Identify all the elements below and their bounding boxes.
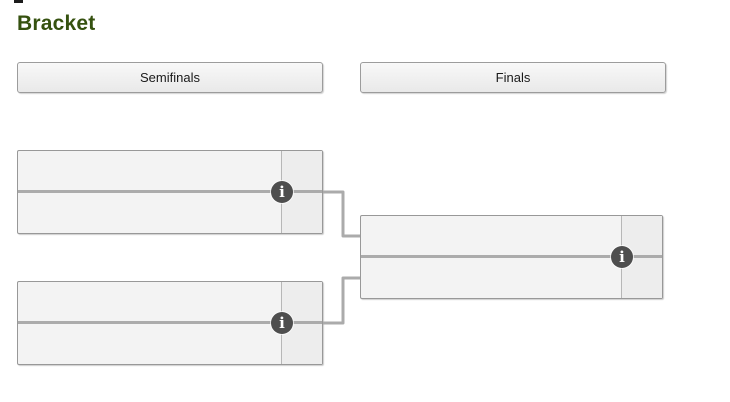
info-icon[interactable]: i bbox=[611, 246, 633, 268]
info-icon-glyph: i bbox=[279, 313, 285, 332]
match-semifinal-2-divider bbox=[18, 321, 322, 324]
match-semifinal-1-divider bbox=[18, 190, 322, 193]
info-icon-glyph: i bbox=[279, 182, 285, 201]
match-semifinal-2: i bbox=[17, 281, 323, 365]
page-title: Bracket bbox=[17, 12, 96, 35]
connector-semifinal-1-to-final bbox=[323, 190, 360, 238]
info-icon[interactable]: i bbox=[271, 312, 293, 334]
column-header-finals: Finals bbox=[360, 62, 666, 93]
info-icon-glyph: i bbox=[619, 247, 625, 266]
match-semifinal-1: i bbox=[17, 150, 323, 234]
match-final-divider bbox=[361, 255, 662, 258]
column-header-semifinals-label: Semifinals bbox=[140, 70, 200, 85]
column-header-finals-label: Finals bbox=[495, 70, 531, 85]
info-icon[interactable]: i bbox=[271, 181, 293, 203]
match-final: i bbox=[360, 215, 663, 299]
connector-semifinal-2-to-final bbox=[323, 276, 360, 325]
column-header-semifinals: Semifinals bbox=[17, 62, 323, 93]
screenshot-edge-artifact bbox=[14, 0, 23, 3]
